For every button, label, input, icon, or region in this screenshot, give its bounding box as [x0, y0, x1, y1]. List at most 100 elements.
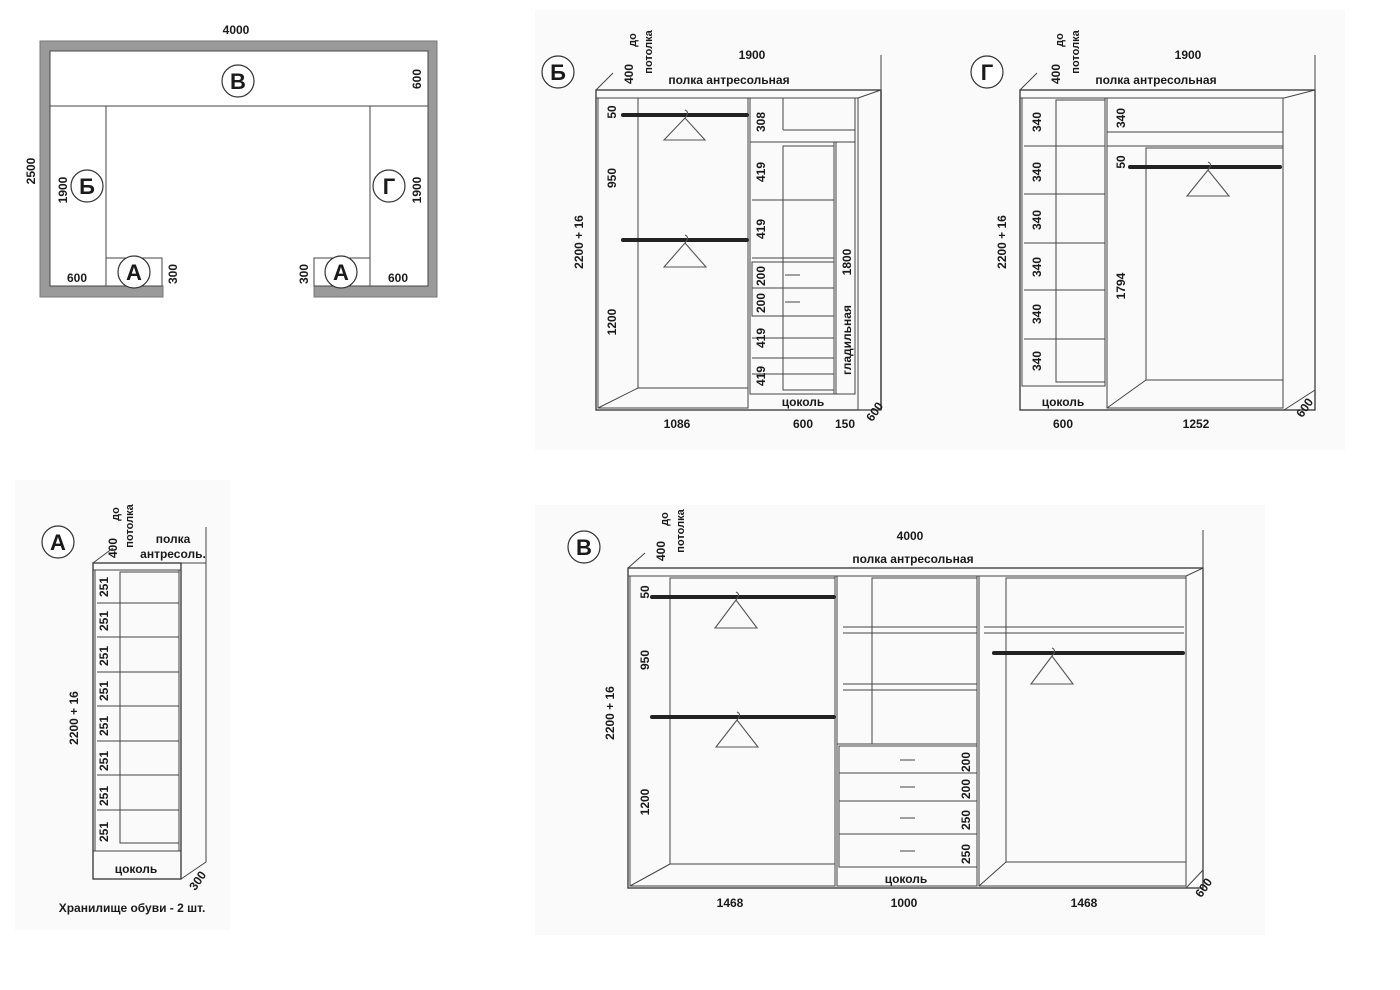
unit-a-shelf-label-2: 251 — [97, 611, 111, 631]
unit-a-shelf-label-8: 251 — [97, 822, 111, 842]
unit-b-height-label: 2200 + 16 — [572, 215, 586, 269]
unit-v-hang-lower-label: 1200 — [638, 788, 652, 815]
unit-g-rail-top-label: 50 — [1114, 155, 1128, 169]
unit-v-right-floor — [978, 861, 1007, 887]
unit-a-shelf-label-7: 251 — [97, 786, 111, 806]
unit-b-mezz-left — [595, 72, 614, 91]
unit-a-shelf-label-4: 251 — [97, 681, 111, 701]
unit-g-height-label: 2200 + 16 — [995, 215, 1009, 269]
unit-v-drawer-label-4: 250 — [959, 844, 973, 864]
unit-g-ceiling-line1: до — [1054, 33, 1066, 47]
plan-b-length-label: 1900 — [56, 176, 70, 203]
unit-v-drawer-4 — [838, 833, 978, 868]
unit-b-hang-lower-label: 1200 — [605, 308, 619, 335]
unit-b-width-2: 600 — [793, 417, 813, 431]
unit-b-hang-floor-left — [597, 387, 639, 409]
plan-niche-right-label: 300 — [297, 264, 311, 284]
unit-g-shelf-label-1: 340 — [1030, 112, 1044, 132]
unit-a-shelf-label-6: 251 — [97, 751, 111, 771]
unit-v-height-label: 2200 + 16 — [603, 686, 617, 740]
unit-b-side-depth — [857, 89, 882, 411]
unit-v-side-depth — [1185, 567, 1204, 889]
plan-badge-v-letter: В — [230, 69, 246, 94]
unit-b-ironing-label: гладильная — [840, 305, 854, 375]
unit-g: Г до потолка 400 1900 полка антресольная… — [970, 29, 1316, 431]
unit-a-mezz-left — [92, 547, 114, 564]
unit-v-mezz-left — [627, 552, 646, 569]
unit-a-caption: Хранилище обуви - 2 шт. — [59, 901, 206, 915]
unit-g-width-2: 1252 — [1183, 417, 1210, 431]
unit-g-mezzanine: полка антресольная — [1095, 73, 1216, 87]
unit-g-hang-back — [1145, 147, 1284, 381]
unit-v-mezzanine: полка антресольная — [852, 552, 973, 566]
unit-b-shelf-label-4: 200 — [754, 293, 768, 313]
unit-v-right-back — [1005, 577, 1187, 863]
unit-g-plinth-label: цоколь — [1042, 395, 1085, 409]
unit-g-badge-letter: Г — [981, 60, 994, 85]
unit-v-hang-upper-label: 950 — [638, 650, 652, 670]
plan-g-length-label: 1900 — [410, 176, 424, 203]
unit-b-shelf-label-3: 200 — [754, 266, 768, 286]
unit-v-ceiling-height: 400 — [654, 541, 668, 561]
unit-g-shelf-label-2: 340 — [1030, 162, 1044, 182]
unit-b-width-3: 150 — [835, 417, 855, 431]
plan-depth-label: 2500 — [24, 157, 38, 184]
unit-b-ironing-height: 1800 — [840, 248, 854, 275]
plan-badge-a-left-letter: А — [126, 260, 142, 285]
unit-g-right-top-label: 340 — [1114, 108, 1128, 128]
plan-badge-g — [372, 169, 406, 203]
unit-b-hang-back — [637, 97, 749, 389]
unit-a-ceiling-line1: до — [110, 507, 122, 521]
plan-badge-v — [221, 64, 255, 98]
unit-g-hang-height-label: 1794 — [1114, 272, 1128, 299]
plan-badge-b — [70, 169, 104, 203]
unit-v-drawer-label-1: 200 — [959, 752, 973, 772]
unit-b-width: 1900 — [739, 48, 766, 62]
unit-b-hang-upper-label: 950 — [605, 168, 619, 188]
plan-badge-a-left — [117, 255, 151, 289]
unit-a-ceiling-line2: потолка — [124, 503, 136, 547]
unit-g-floor-left — [1106, 379, 1147, 409]
unit-a-mezz-line1: полка — [156, 532, 191, 546]
unit-a-shelf-back — [119, 571, 180, 844]
unit-b-ceiling-line2: потолка — [643, 29, 655, 73]
unit-v-ceiling-line1: до — [659, 512, 671, 526]
unit-b-mezzanine: полка антресольная — [668, 73, 789, 87]
unit-b-ceiling-height: 400 — [622, 64, 636, 84]
unit-v-hang-floor — [629, 863, 671, 887]
unit-a-shelf-label-1: 251 — [97, 577, 111, 597]
unit-a-badge-letter: А — [50, 530, 66, 555]
unit-a-body — [92, 562, 182, 880]
unit-b-badge-letter: Б — [550, 60, 566, 85]
panel-units-b-g — [535, 10, 1345, 450]
unit-b-drawer-2 — [751, 287, 835, 317]
unit-b-plinth-label: цоколь — [782, 395, 825, 409]
unit-b-width-1: 1086 — [664, 417, 691, 431]
unit-v-drawer-label-2: 200 — [959, 779, 973, 799]
unit-g-shelf-label-6: 340 — [1030, 351, 1044, 371]
unit-g-side-depth — [1283, 89, 1316, 411]
panel-unit-v — [535, 505, 1265, 935]
plan-niche-left-label: 300 — [166, 264, 180, 284]
unit-a-mezz-line2: антресоль. — [140, 547, 206, 561]
unit-g-hanger — [1185, 161, 1231, 197]
unit-g-shelf-label-3: 340 — [1030, 210, 1044, 230]
plan-width-label: 4000 — [223, 23, 250, 37]
unit-a-badge — [41, 525, 75, 559]
unit-v-width-3: 1468 — [1071, 896, 1098, 910]
plan-b-depth-label: 600 — [67, 271, 87, 285]
unit-g-badge — [970, 55, 1004, 89]
plan-badge-g-letter: Г — [383, 174, 396, 199]
unit-v-hanger-top — [713, 591, 759, 629]
unit-v-plinth-label: цоколь — [885, 872, 928, 886]
unit-g-width: 1900 — [1175, 48, 1202, 62]
unit-g-shelf-back — [1055, 99, 1106, 383]
unit-b-hanger-top — [662, 109, 707, 141]
unit-v-width-2: 1000 — [891, 896, 918, 910]
floor-plan: 4000 2500 600 1900 1900 600 600 300 300 … — [24, 23, 438, 298]
unit-v-rail-top-label: 50 — [638, 585, 652, 599]
unit-g-ceiling-line2: потолка — [1070, 29, 1082, 73]
unit-a: А до потолка 400 полка антресоль. 251 25… — [41, 503, 209, 915]
unit-g-width-1: 600 — [1053, 417, 1073, 431]
